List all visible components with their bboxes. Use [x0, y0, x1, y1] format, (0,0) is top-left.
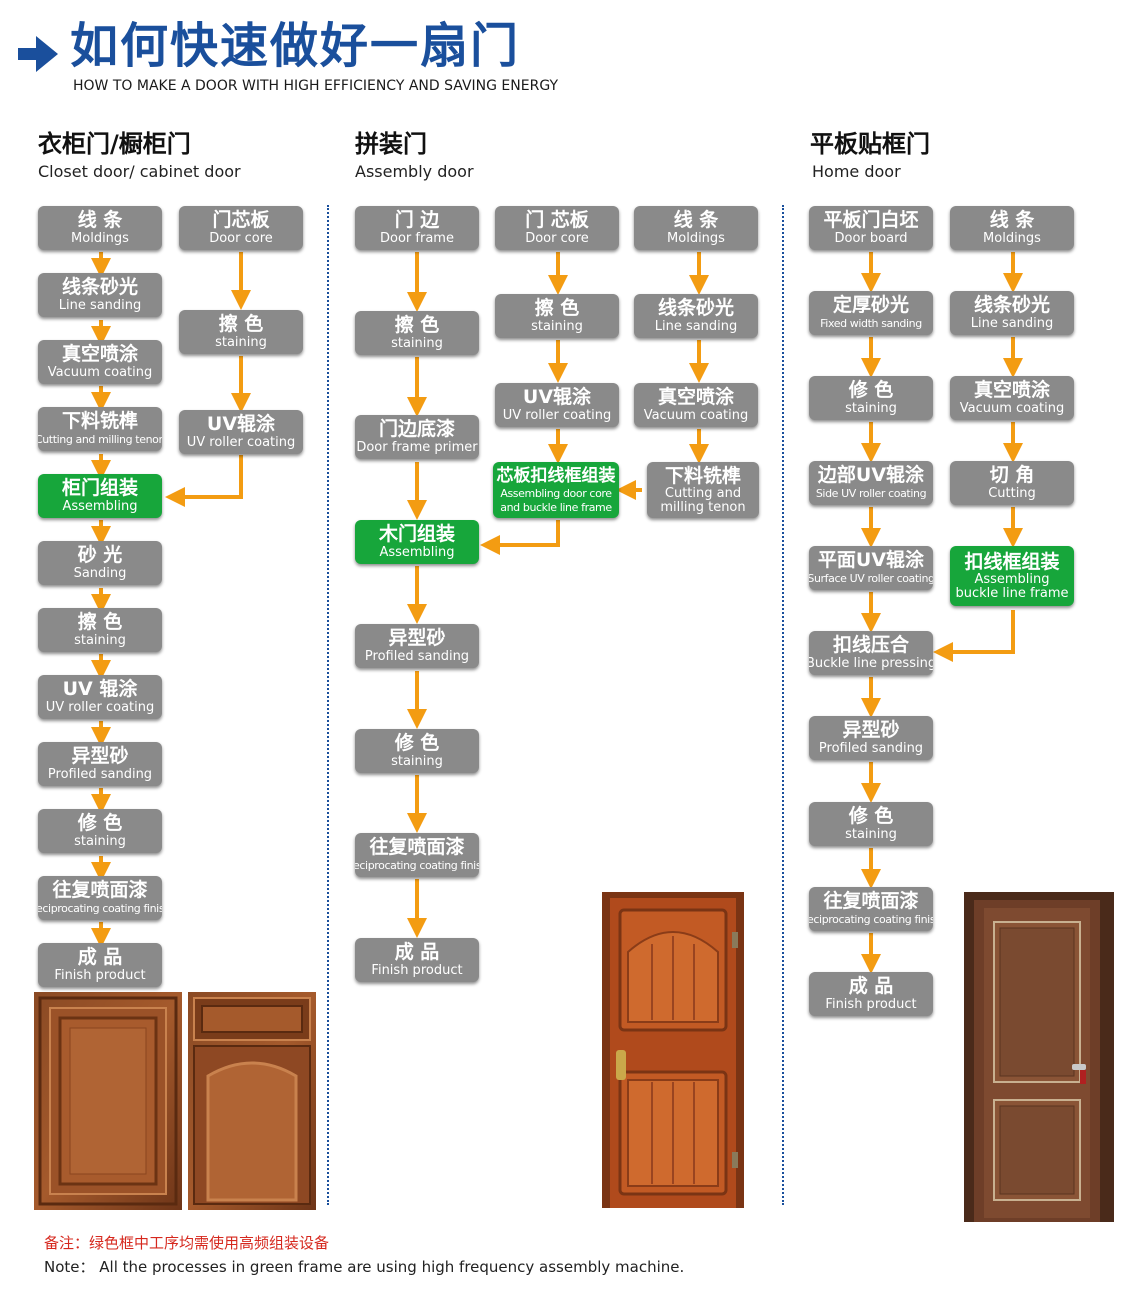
page-title: 如何快速做好一扇门: [70, 18, 521, 74]
section-subtitle-closet: Closet door/ cabinet door: [38, 162, 241, 181]
home-door-image: [964, 892, 1114, 1222]
assembly-door-image: [602, 892, 744, 1208]
note-chinese: 备注：绿色框中工序均需使用高频组装设备: [44, 1234, 330, 1252]
section-divider: [782, 205, 784, 1205]
step-reciprocating-coating: 往复喷面漆Reciprocating coating finish: [809, 887, 933, 931]
note-english: Note： All the processes in green frame a…: [44, 1258, 685, 1276]
section-subtitle-home: Home door: [812, 162, 901, 181]
section-subtitle-assembly: Assembly door: [355, 162, 474, 181]
page-subtitle: HOW TO MAKE A DOOR WITH HIGH EFFICIENCY …: [73, 78, 559, 94]
section-title-closet: 衣柜门/橱柜门: [38, 130, 191, 158]
section-title-home: 平板贴框门: [810, 130, 930, 158]
section-title-assembly: 拼装门: [355, 130, 427, 158]
step-reciprocating-coating: 往复喷面漆Reciprocating coating finish: [38, 876, 162, 920]
cabinet-door-arched-image: [188, 992, 316, 1210]
step-reciprocating-coating: 往复喷面漆Reciprocating coating finish: [355, 833, 479, 877]
cabinet-door-image: [34, 992, 182, 1210]
right-arrow-icon: [18, 36, 58, 72]
section-divider: [327, 205, 329, 1205]
